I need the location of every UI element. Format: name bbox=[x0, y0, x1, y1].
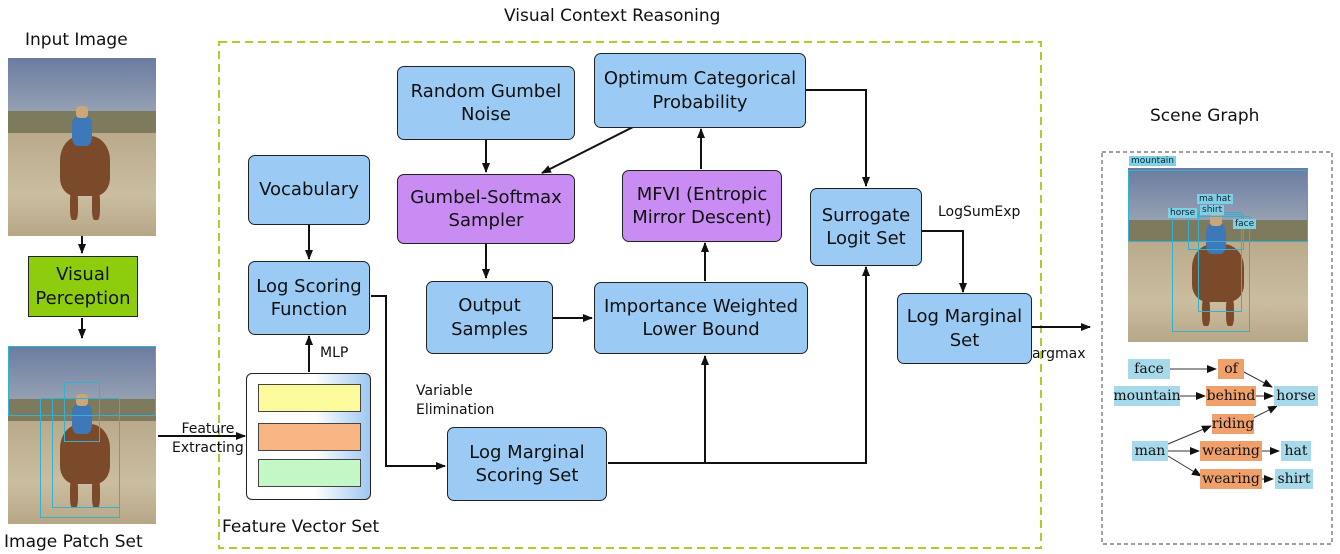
input-image-label: Input Image bbox=[25, 30, 128, 50]
tag-hat: hat bbox=[1214, 194, 1233, 204]
optimum-categorical-probability-box: Optimum Categorical Probability bbox=[594, 53, 806, 128]
feature-extracting-label: Feature Extracting bbox=[172, 421, 244, 456]
logsumexp-label: LogSumExp bbox=[938, 204, 1021, 220]
arrow-optimum-to-sampler bbox=[541, 124, 638, 174]
random-gumbel-noise-box: Random Gumbel Noise bbox=[397, 66, 575, 140]
surrogate-logit-set-box: Surrogate Logit Set bbox=[810, 188, 922, 266]
tag-man: man bbox=[1197, 194, 1221, 204]
output-samples-box: Output Samples bbox=[426, 281, 553, 354]
arrow-lmss-to-surrogate bbox=[608, 266, 870, 464]
node-horse: horse bbox=[1274, 386, 1318, 406]
tag-face: face bbox=[1233, 219, 1257, 229]
edge-man-riding bbox=[1167, 425, 1212, 445]
argmax-label: argmax bbox=[1032, 346, 1086, 362]
visual-context-reasoning-frame bbox=[218, 41, 1042, 549]
visual-perception-box: Visual Perception bbox=[28, 256, 138, 317]
edge-man-wearing2 bbox=[1167, 455, 1202, 477]
scene-graph-frame bbox=[1101, 151, 1333, 545]
vocabulary-box: Vocabulary bbox=[248, 155, 370, 225]
log-scoring-function-box: Log Scoring Function bbox=[248, 261, 370, 335]
gumbel-softmax-sampler-box: Gumbel-Softmax Sampler bbox=[397, 174, 575, 244]
arrow-optimum-to-surrogate bbox=[806, 89, 870, 187]
arrow-logscore-to-lmss bbox=[371, 295, 446, 470]
feature-vector-set-label: Feature Vector Set bbox=[222, 517, 380, 537]
node-of: of bbox=[1218, 359, 1244, 379]
node-wearing-2: wearing bbox=[1200, 469, 1262, 489]
log-marginal-set-box: Log Marginal Set bbox=[897, 293, 1032, 364]
node-behind: behind bbox=[1206, 386, 1256, 406]
node-shirt: shirt bbox=[1275, 469, 1313, 489]
tag-shirt: shirt bbox=[1200, 205, 1225, 215]
feature-vector-green bbox=[258, 459, 361, 487]
tag-horse: horse bbox=[1168, 208, 1198, 218]
visual-context-reasoning-title: Visual Context Reasoning bbox=[504, 6, 721, 26]
image-patch-set bbox=[8, 346, 156, 524]
image-patch-set-label: Image Patch Set bbox=[4, 532, 143, 552]
scene-graph-title: Scene Graph bbox=[1150, 106, 1260, 126]
node-face: face bbox=[1128, 359, 1170, 379]
node-wearing-1: wearing bbox=[1200, 441, 1262, 461]
feature-vector-orange bbox=[258, 423, 361, 451]
node-riding: riding bbox=[1211, 414, 1255, 434]
scene-graph-image bbox=[1128, 168, 1308, 342]
mfvi-box: MFVI (Entropic Mirror Descent) bbox=[622, 170, 782, 242]
log-marginal-scoring-set-box: Log Marginal Scoring Set bbox=[447, 427, 607, 501]
edge-of-horse bbox=[1241, 370, 1273, 388]
arrow-surrogate-to-logmarginal bbox=[922, 230, 967, 293]
edge-riding-horse bbox=[1252, 405, 1278, 419]
node-man: man bbox=[1132, 441, 1168, 461]
input-image bbox=[8, 58, 156, 236]
node-hat: hat bbox=[1281, 441, 1311, 461]
mlp-label: MLP bbox=[320, 345, 349, 361]
importance-weighted-lower-bound-box: Importance Weighted Lower Bound bbox=[594, 282, 808, 354]
node-mountain: mountain bbox=[1113, 386, 1181, 406]
feature-vector-yellow bbox=[258, 384, 361, 412]
tag-mountain: mountain bbox=[1129, 156, 1176, 166]
variable-elimination-label: Variable Elimination bbox=[416, 383, 495, 418]
